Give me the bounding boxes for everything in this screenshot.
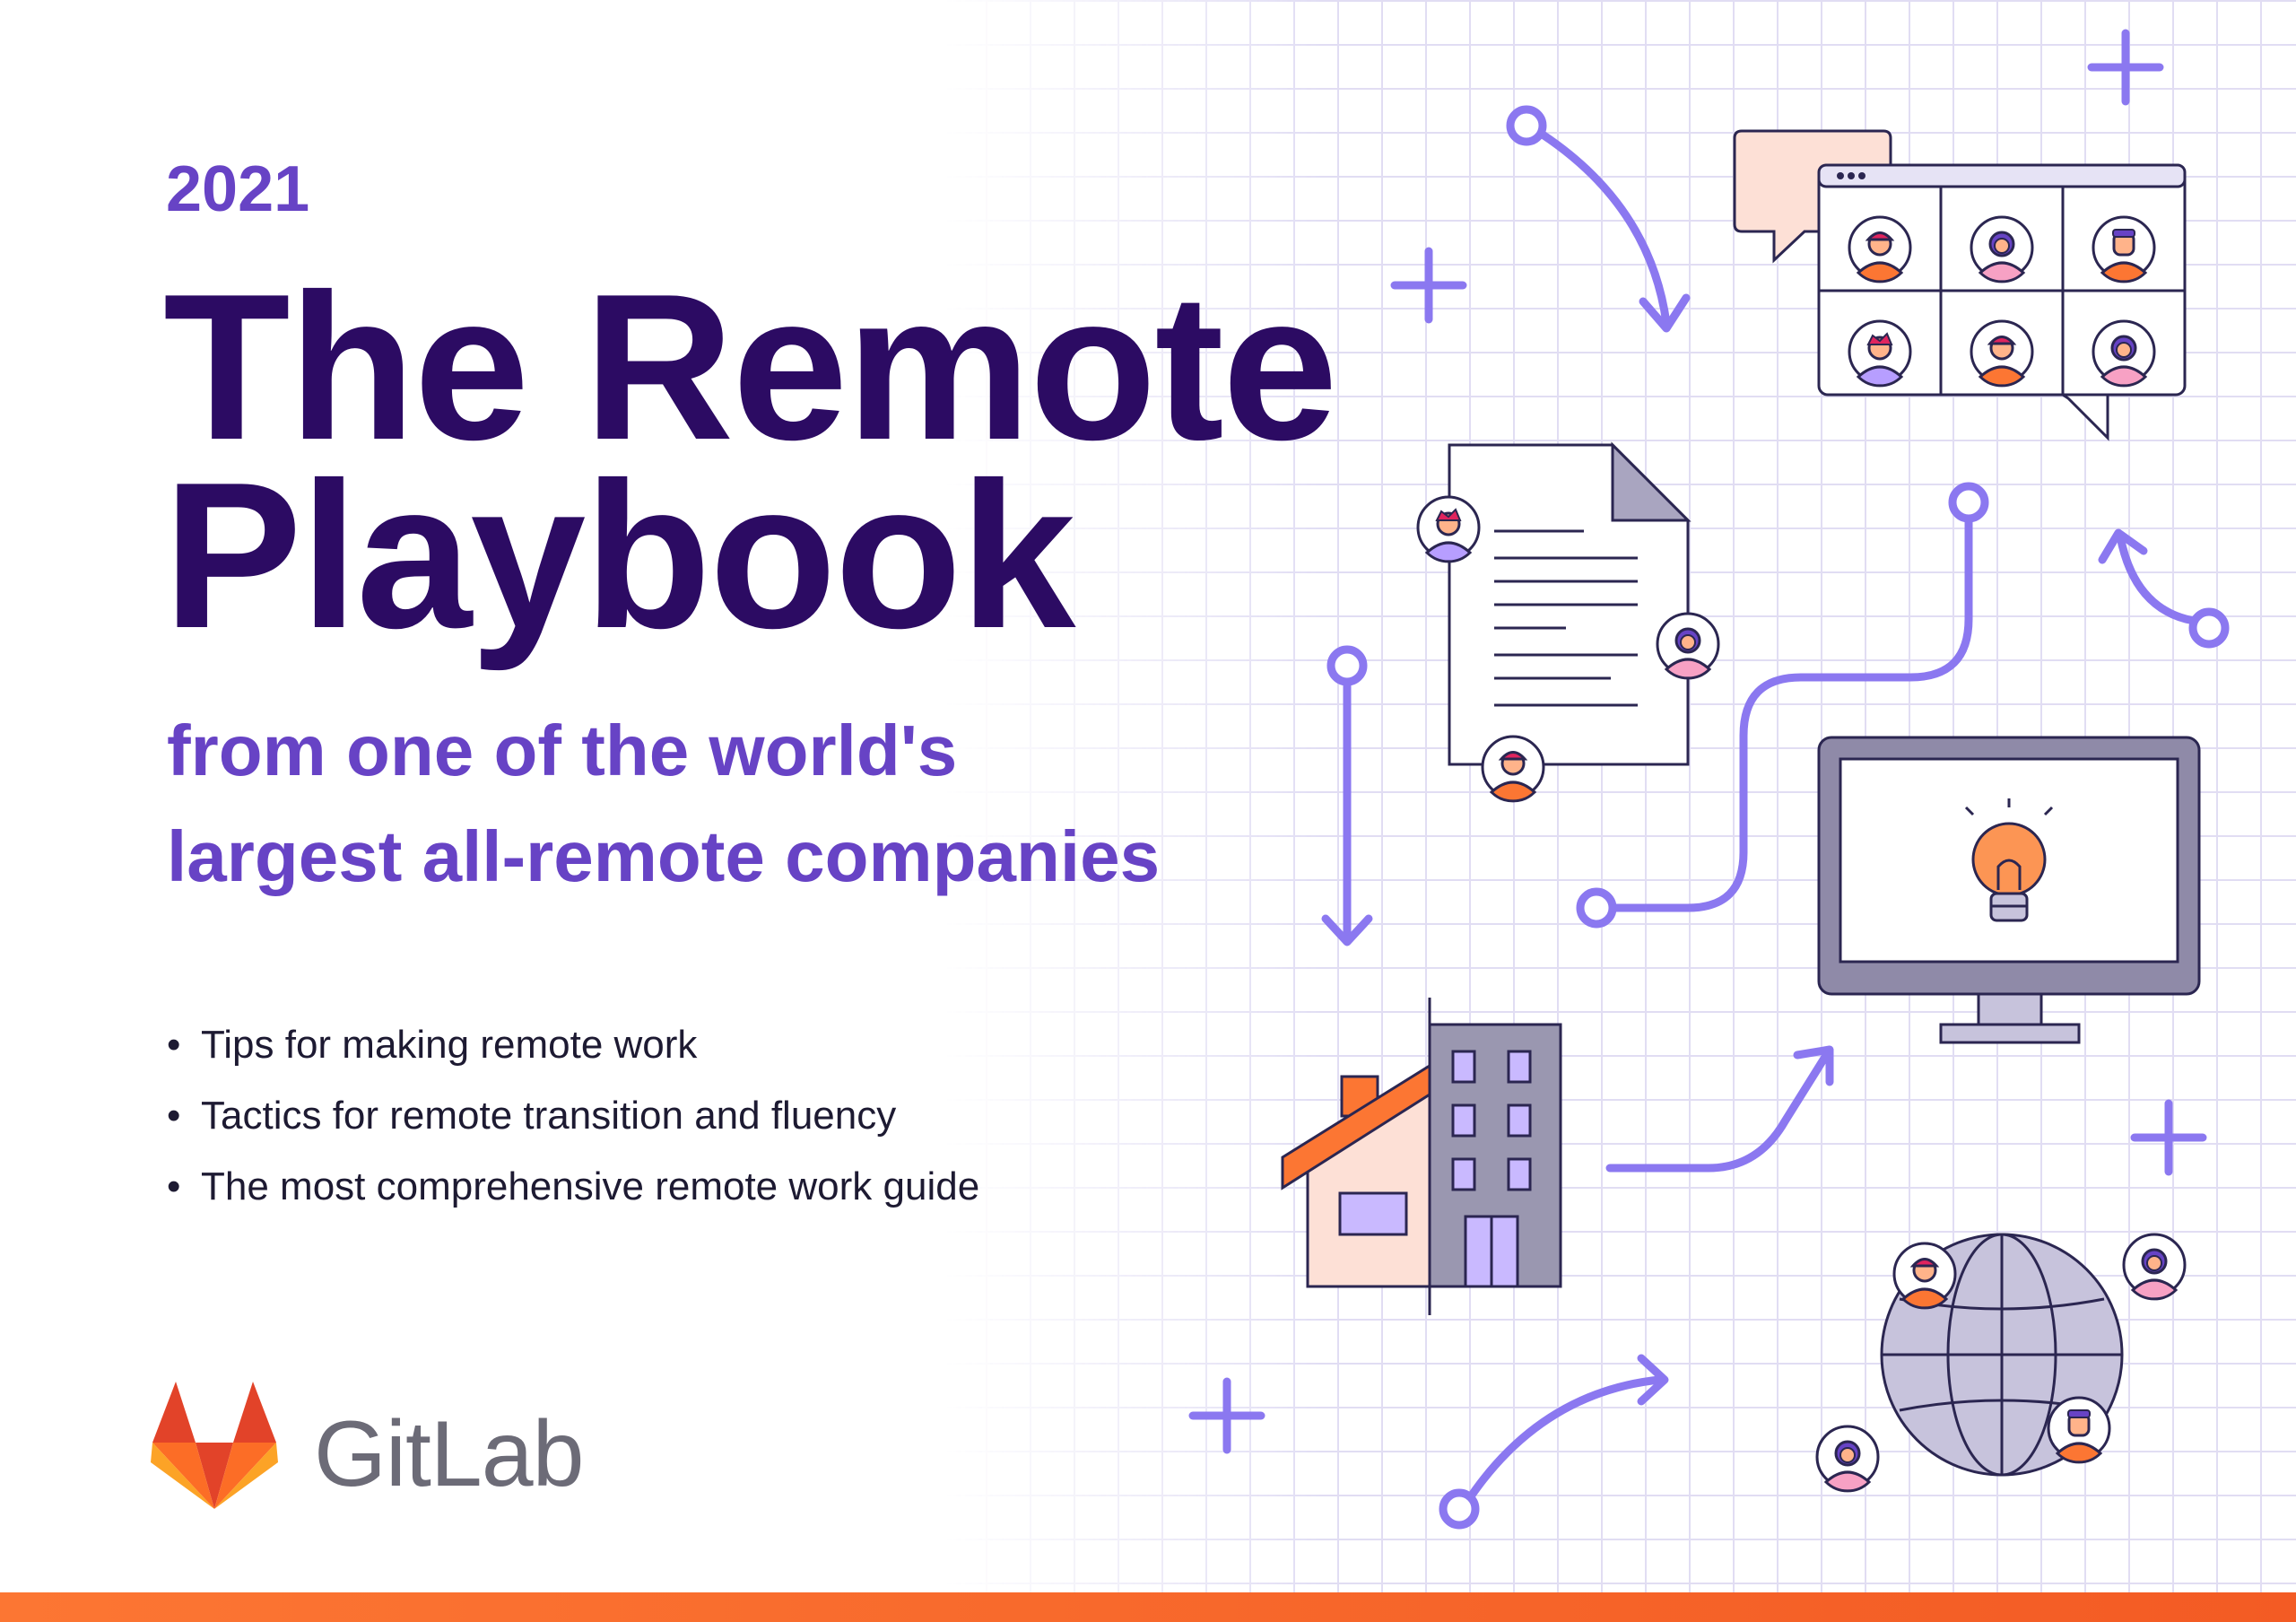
avatar-icon xyxy=(1815,1425,1880,1493)
list-item: Tactics for remote transition and fluenc… xyxy=(167,1085,979,1155)
arrow-icon xyxy=(2098,528,2230,649)
list-item: Tips for making remote work xyxy=(167,1014,979,1085)
title-line-2: Playbook xyxy=(163,440,1075,672)
subtitle-line-1: from one of the world's xyxy=(167,711,958,790)
arrow-icon xyxy=(1439,1354,1669,1530)
title-line-1: The Remote xyxy=(163,251,1338,484)
bottom-accent-bar xyxy=(0,1592,2296,1622)
arrow-icon xyxy=(1506,105,1691,333)
arrow-icon xyxy=(1321,645,1373,946)
building-icon xyxy=(1428,998,1562,1315)
avatar-icon xyxy=(1892,1242,1957,1310)
plus-icon xyxy=(2092,33,2160,101)
subtitle-line-2: largest all-remote companies xyxy=(167,816,1161,896)
list-item: The most comprehensive remote work guide xyxy=(167,1155,979,1226)
plus-icon xyxy=(1395,251,1463,319)
avatar-icon xyxy=(1970,215,2034,283)
year-label: 2021 xyxy=(166,153,310,225)
house-icon xyxy=(1281,1063,1431,1288)
monitor-icon xyxy=(1817,736,2201,1044)
gitlab-wordmark: GitLab xyxy=(314,1402,584,1506)
arrow-icon xyxy=(1605,1045,1834,1173)
avatar-icon xyxy=(2092,215,2156,283)
plus-icon xyxy=(1193,1382,1261,1450)
avatar-icon xyxy=(1970,319,2034,388)
document-icon xyxy=(1416,441,1720,803)
connector-line xyxy=(1576,482,1989,929)
avatar-icon xyxy=(1848,215,1912,283)
avatar-icon xyxy=(1848,319,1912,388)
feature-list: Tips for making remote work Tactics for … xyxy=(167,1014,979,1226)
avatar-icon xyxy=(2047,1396,2111,1464)
globe-icon xyxy=(1815,1233,2187,1493)
avatar-icon xyxy=(1481,735,1545,803)
subtitle: from one of the world's largest all-remo… xyxy=(167,698,1160,910)
plus-icon xyxy=(2135,1103,2203,1172)
lightbulb-icon xyxy=(1964,798,2054,922)
page-title: The Remote Playbook xyxy=(163,251,1338,672)
avatar-icon xyxy=(1416,495,1481,563)
video-call-icon xyxy=(1733,129,2187,441)
avatar-icon xyxy=(2092,319,2156,388)
avatar-icon xyxy=(1656,612,1720,680)
avatar-icon xyxy=(2122,1233,2187,1301)
gitlab-fox-icon xyxy=(151,1382,278,1509)
